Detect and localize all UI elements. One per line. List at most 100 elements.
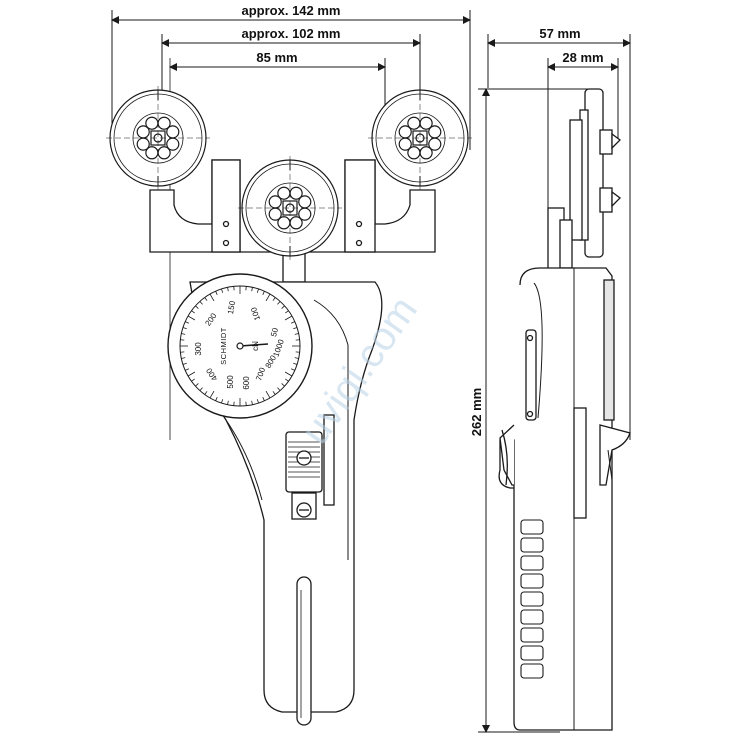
dial-tick-mark [185,321,190,324]
head-depth-label: 28 mm [562,50,603,65]
dial-tick-700: 700 [254,366,267,382]
neck [282,251,306,283]
dial-tick-mark [256,399,259,404]
dial-tick-mark [294,357,299,359]
side-dial-edge [603,279,615,421]
grip-ridge [520,591,544,607]
dial-tick-mark [277,387,281,391]
bracket-post-left [211,159,241,253]
side-stem [569,119,583,241]
dial-tick-mark [221,288,224,293]
side-clip [323,414,335,506]
dial-tick-mark [290,368,295,371]
grip-ridge [520,663,544,679]
dial-tick-mark [227,287,229,292]
bracket-post-right [344,159,376,253]
roller-hole [407,116,421,130]
dial-tick-100: 100 [249,306,262,322]
dial-tick-mark [293,327,298,330]
dial-hub [236,342,244,350]
dial-tick-mark [204,297,208,301]
dial-tick-mark [204,391,208,395]
height-label: 262 mm [469,388,484,436]
dial-tick-mark [293,362,298,365]
dial-tick-mark [251,400,253,405]
roller-hole [428,125,442,139]
roller-hole [277,186,291,200]
dial-brand-label: SCHMIDT [219,327,228,365]
grip-ridge [520,519,544,535]
dial-tick-mark [265,293,271,302]
dial-tick-mark [182,362,187,365]
grip-ridge [520,573,544,589]
side-lever [599,424,631,486]
roller-hole [298,195,312,209]
roller-span-label: approx. 102 mm [242,26,341,41]
dial-tick-mark [195,383,199,387]
side-clip [573,407,587,519]
dial-tick-mark [265,390,271,399]
dial-tick-mark [209,390,215,399]
grip-ridge [520,645,544,661]
dial-tick-mark [272,391,276,395]
dial-tick-mark [285,310,289,314]
dial-tick-mark [251,287,253,292]
dial-tick-mark [215,291,218,296]
dial-tick-mark [277,301,281,305]
overall-width-label: approx. 142 mm [242,3,341,18]
roller-hole [136,137,150,151]
side-knob-lower [599,187,613,213]
dial-tick-mark [215,396,218,401]
dial-tick-mark [199,387,203,391]
dial-tick-mark [195,305,199,309]
dial-tick-mark [284,371,293,377]
roller-right [368,86,472,190]
dial-tick-50: 50 [269,326,280,337]
dial-tick-mark [187,371,196,377]
dial-tick-500: 500 [226,375,235,389]
rollers [106,86,472,260]
roller-hole [419,146,433,160]
dial-needle [239,343,269,347]
roller-left [106,86,210,190]
grip-ridge [520,555,544,571]
dial-tick-150: 150 [226,300,237,315]
dial-tick-mark [285,378,289,382]
side-knob-upper [599,129,613,155]
dial-tick-mark [262,291,265,296]
handle-slot [296,576,312,726]
dial-tick-mark [187,315,196,321]
roller-center [238,156,342,260]
dial-tick-mark [182,327,187,330]
dial-tick-mark [221,399,224,404]
dimension-lines [111,10,631,733]
grip-ridge [520,537,544,553]
side-view [498,88,631,731]
dial-tick-mark [281,305,285,309]
grip-ridge [520,609,544,625]
inner-span-label: 85 mm [256,50,297,65]
dial-gauge: 50 100 150 200 300 400 500 600 700 800 1… [167,273,313,419]
dial-tick-mark [284,315,293,321]
roller-hole [166,125,180,139]
dial-tick-mark [262,396,265,401]
dial-tick-mark [227,400,229,405]
roller-hole [398,137,412,151]
roller-hole [268,207,282,221]
roller-hole [289,216,303,230]
dial-tick-mark [294,333,299,335]
roller-hole [157,146,171,160]
dial-tick-mark [181,357,186,359]
roller-hole [145,116,159,130]
dial-tick-mark [199,301,203,305]
dial-tick-300: 300 [194,342,203,356]
dial-tick-mark [185,368,190,371]
dial-tick-marks [180,286,300,406]
dial-tick-mark [290,321,295,324]
dial-tick-mark [209,293,215,302]
dial-tick-mark [281,383,285,387]
dial-tick-mark [191,310,195,314]
dial-tick-mark [191,378,195,382]
